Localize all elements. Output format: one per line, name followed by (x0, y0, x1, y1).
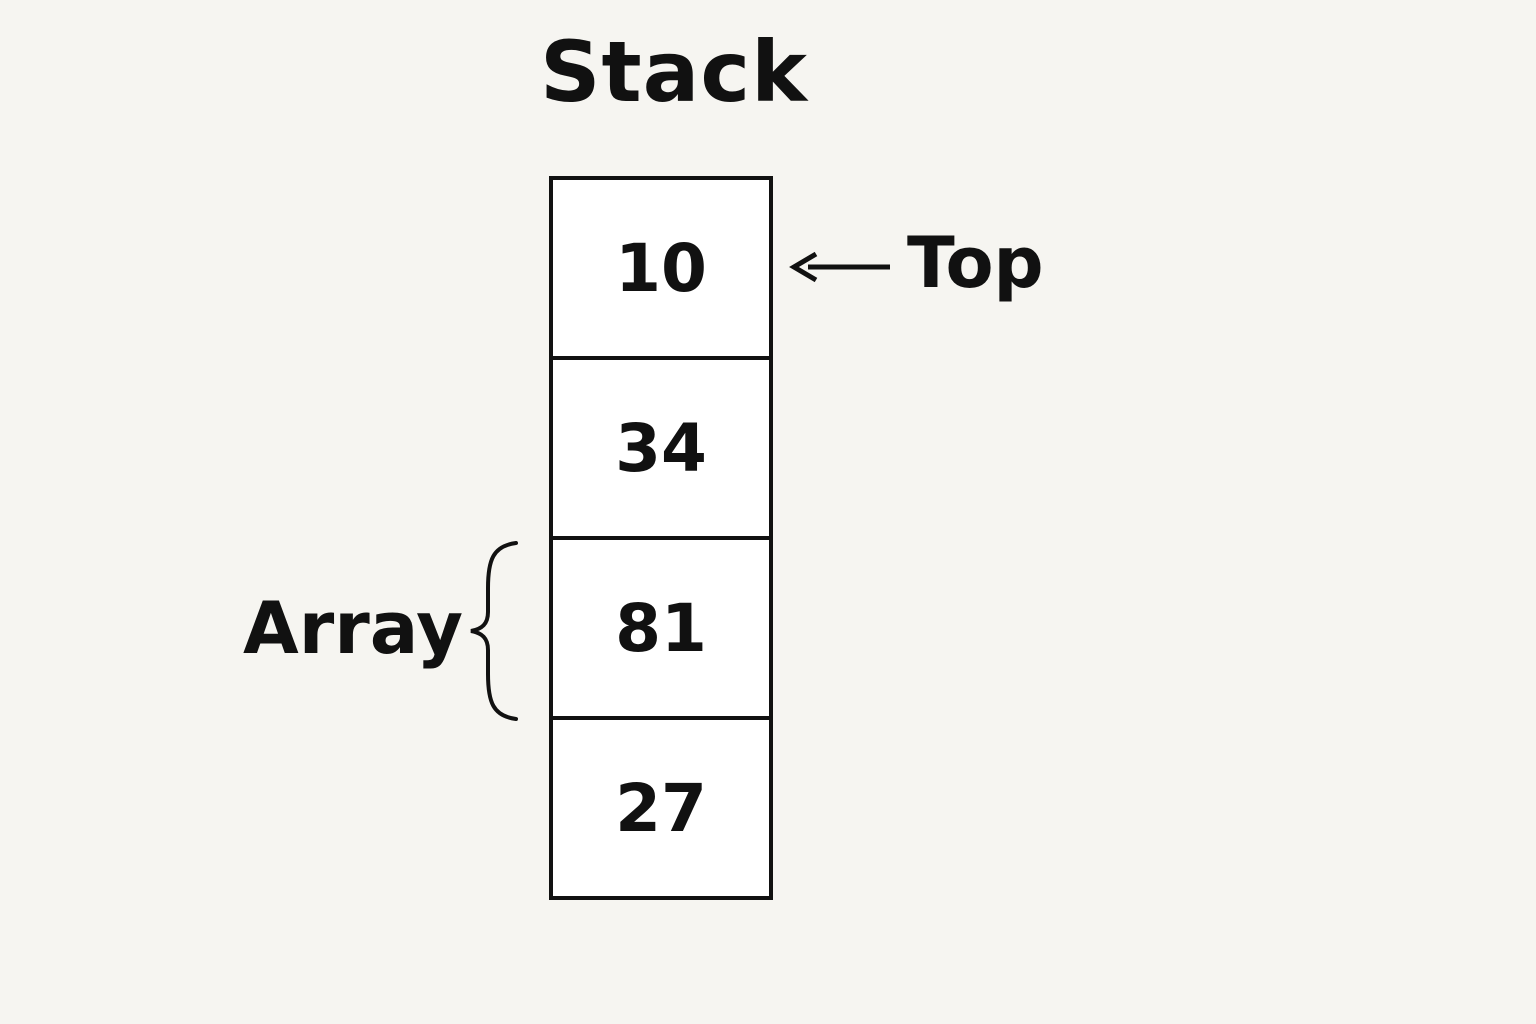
stack-container: 10 34 81 27 (549, 176, 773, 900)
curly-brace-icon (470, 541, 518, 721)
stack-cell-3: 81 (553, 540, 769, 720)
stack-cell-2: 34 (553, 360, 769, 540)
stack-cell-top: 10 (553, 180, 769, 360)
top-pointer-label: Top (907, 222, 1044, 304)
stack-title: Stack (540, 23, 808, 121)
array-label: Array (243, 586, 464, 670)
stack-cell-bottom: 27 (615, 769, 707, 847)
left-arrow-icon (789, 251, 890, 283)
